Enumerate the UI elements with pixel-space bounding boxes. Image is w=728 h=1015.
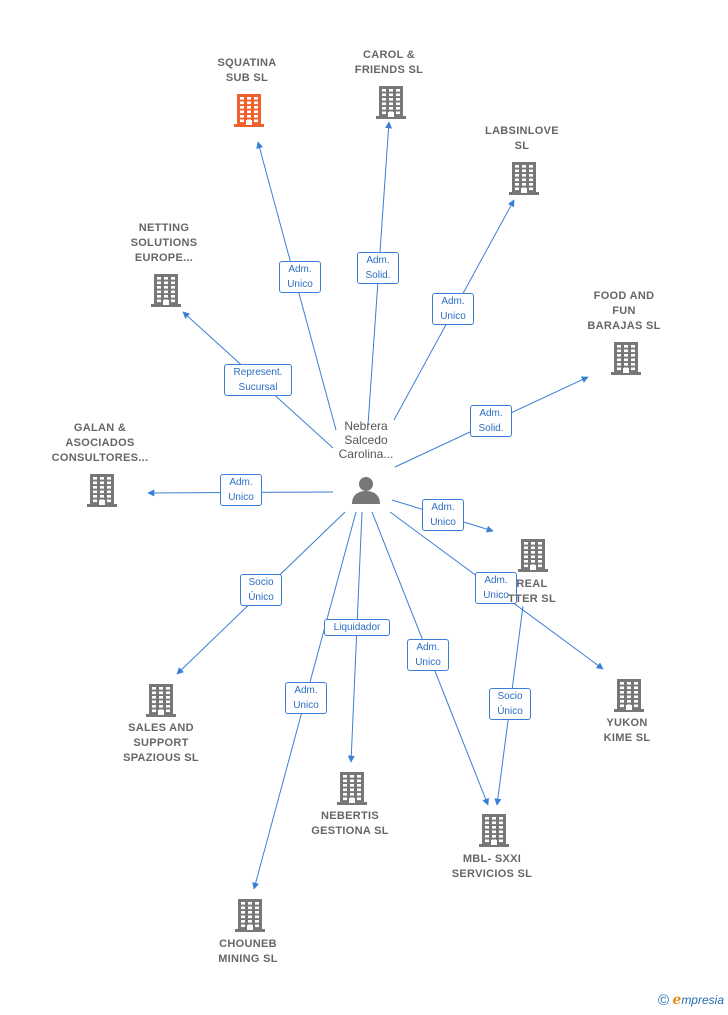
company-name-nebertis[interactable]: NEBERTIS GESTIONA SL [311, 810, 389, 837]
company-name-carol[interactable]: CAROL & FRIENDS SL [354, 49, 424, 76]
relation-label-food: Adm. Solid. [470, 405, 512, 437]
building-icon [518, 539, 548, 572]
relation-edge-nebertis [347, 511, 363, 763]
copyright-symbol: © [657, 992, 670, 1009]
building-icon [337, 772, 367, 805]
company-name-sales[interactable]: SALES AND SUPPORT SPAZIOUS SL [123, 721, 199, 764]
relation-label-squatina: Adm. Unico [279, 261, 321, 293]
company-name-labsinlove[interactable]: LABSINLOVE SL [485, 125, 559, 152]
relation-label-yukon: Adm. Unico [475, 572, 517, 604]
relation-label-chouneb: Adm. Unico [285, 682, 327, 714]
company-name-food[interactable]: FOOD AND FUN BARAJAS SL [587, 289, 661, 332]
company-name-netting[interactable]: NETTING SOLUTIONS EUROPE... [130, 221, 198, 264]
relation-label-mbl: Adm. Unico [407, 639, 449, 671]
company-name-yukon[interactable]: YUKON KIME SL [603, 717, 651, 744]
building-icon [151, 274, 181, 307]
building-icon [234, 94, 264, 127]
relation-label-labsinlove: Adm. Unico [432, 293, 474, 325]
building-icon [479, 814, 509, 847]
company-name-mbl[interactable]: MBL- SXXI SERVICIOS SL [451, 853, 533, 880]
relation-label-netting: Represent. Sucursal [224, 364, 292, 396]
relation-label-real: Adm. Unico [422, 499, 464, 531]
company-name-squatina[interactable]: SQUATINA SUB SL [217, 57, 277, 84]
company-name-real[interactable]: REAL TTER SL [508, 578, 556, 605]
relation-label-nebertis: Liquidador [324, 618, 390, 636]
relation-label-mbl: Socio Único [489, 688, 531, 720]
brand-logo-text: mpresia [681, 993, 724, 1007]
company-name-galan[interactable]: GALAN & ASOCIADOS CONSULTORES... [51, 421, 149, 464]
building-icon [146, 684, 176, 717]
building-icon [509, 162, 539, 195]
company-name-chouneb[interactable]: CHOUNEB MINING SL [218, 938, 278, 965]
building-icon [87, 474, 117, 507]
relation-label-carol: Adm. Solid. [357, 252, 399, 284]
building-icon [611, 342, 641, 375]
relation-label-sales: Socio Único [240, 574, 282, 606]
building-icon [614, 679, 644, 712]
brand-logo-initial: e [672, 992, 682, 1008]
person-name[interactable]: Nebrera Salcedo Carolina... [338, 419, 394, 461]
building-icon [376, 86, 406, 119]
brand-footer: © empresia [658, 992, 724, 1009]
relation-label-galan: Adm. Unico [220, 474, 262, 506]
building-icon [235, 899, 265, 932]
person-icon [352, 477, 380, 504]
